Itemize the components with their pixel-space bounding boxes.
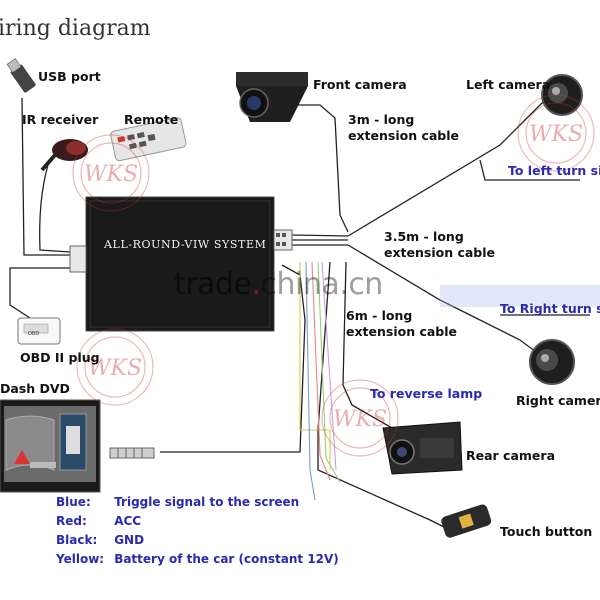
wks-text-1: WKS [84,162,138,187]
touch-button-label: Touch button [500,524,593,539]
front-camera-wire [268,104,349,233]
usb-port-label: USB port [38,69,101,84]
touch-button-wire [317,261,451,531]
wks-watermark-text: WKS WKS WKS WKS [84,122,583,432]
watermark-cn: .cn [339,267,383,302]
remote-label: Remote [124,112,179,127]
rear-camera-label: Rear camera [466,448,556,463]
rear-camera-icon [382,421,463,475]
watermark-dot: . [251,267,261,302]
harness-1 [291,234,349,237]
left-turn-signal-label: To left turn sig [508,163,600,178]
usb-wire [21,97,70,256]
cable-3m-line1: 3m - long [348,112,415,127]
cable-6m-line2: extension cable [346,324,458,339]
right-camera-icon [529,339,575,385]
rear-camera-wire [342,261,393,429]
legend-row-black: Black: GND [56,533,144,547]
legend-key: Red: [56,514,87,528]
wks-text-2: WKS [529,122,583,147]
right-camera-wire [347,244,541,356]
left-camera-label: Left camera [466,77,551,92]
obd-plug-icon [17,317,61,345]
usb-plug-icon [6,58,36,93]
left-camera-wire [347,99,546,237]
watermark-band [440,285,600,307]
cable-35m-line1: 3.5m - long [384,229,464,244]
legend-row-blue: Blue: Triggle signal to the screen [56,495,299,509]
right-turn-signal-label: To Right turn sig [500,301,600,316]
legend-value: Battery of the car (constant 12V) [114,552,339,566]
all-round-view-system-box [69,196,293,332]
remote-icon [110,117,187,162]
ir-receiver-label: IR receiver [22,112,99,127]
cable-6m-line1: 6m - long [346,308,413,323]
dash-dvd-screen [0,399,101,493]
legend-key: Blue: [56,495,91,509]
touch-button-icon [441,504,492,538]
legend-key: Yellow: [56,552,105,566]
legend-value: ACC [114,514,142,528]
obd-box-text: OBD [28,331,40,337]
dvd-connector-icon [109,447,155,459]
left-camera-icon [541,74,583,116]
wks-watermark-logos [72,94,595,457]
legend-value: Triggle signal to the screen [114,495,300,509]
legend-row-yellow: Yellow: Battery of the car (constant 12V… [56,552,339,566]
front-camera-icon [236,72,308,122]
legend-key: Black: [56,533,98,547]
dash-dvd-label: Dash DVD [0,381,70,396]
ir-receiver-icon [40,139,88,172]
watermark-trade: trade [174,267,252,302]
right-camera-label: Right camera [516,393,600,408]
trade-china-watermark: trade.china.cn [174,267,383,302]
reverse-lamp-label: To reverse lamp [370,386,483,401]
wks-text-3: WKS [88,356,142,381]
front-camera-label: Front camera [313,77,407,92]
cable-35m-line2: extension cable [384,245,496,260]
cable-3m-line2: extension cable [348,128,460,143]
obd-plug-label: OBD II plug [20,350,100,365]
page-title: iring diagram [0,16,151,41]
colored-wires [299,261,341,501]
left-turn-wire [479,159,580,181]
ir-wire [39,164,71,253]
watermark-china: china [260,267,340,302]
legend-value: GND [114,533,145,547]
wks-text-4: WKS [333,407,387,432]
obd-wire [9,267,70,319]
system-box-label: ALL-ROUND-VIW SYSTEM [104,238,267,251]
legend-row-red: Red: ACC [56,514,141,528]
dvd-signal-wire [160,264,306,453]
